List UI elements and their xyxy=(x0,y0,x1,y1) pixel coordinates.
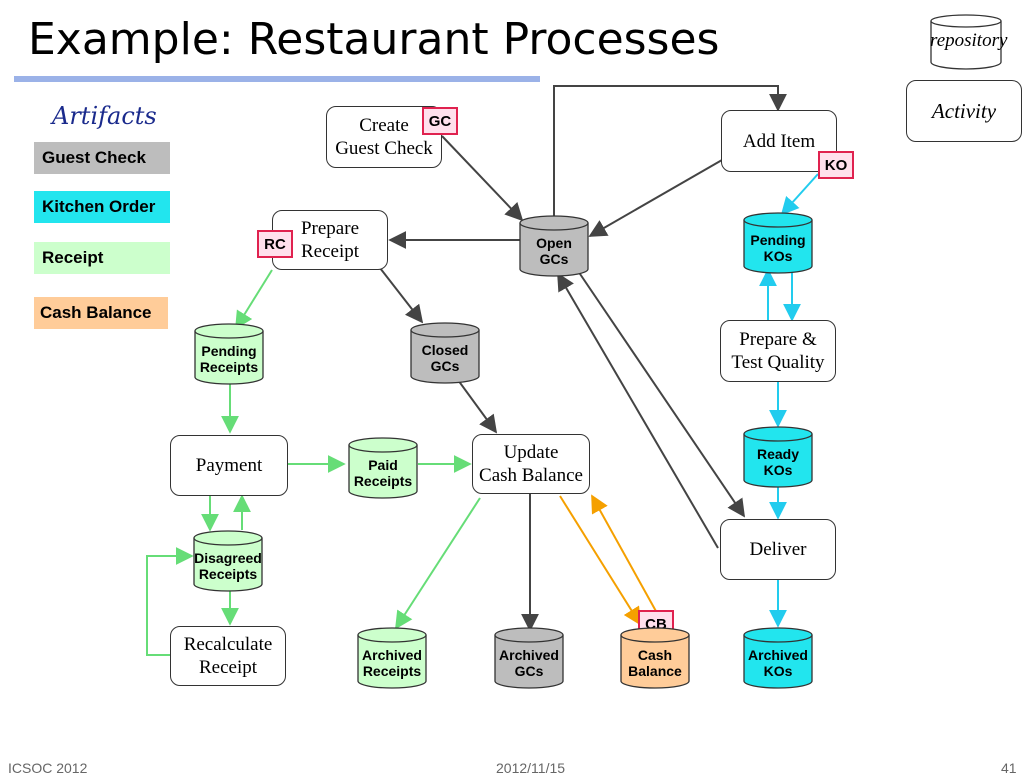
activity-recalculate-receipt: Recalculate Receipt xyxy=(170,626,286,686)
legend-cash-balance: Cash Balance xyxy=(34,297,168,329)
arrow-recalculate-to-disagreed xyxy=(146,547,194,656)
tag-gc: GC xyxy=(422,107,458,135)
activity-prepare-test-quality-label: Prepare & Test Quality xyxy=(731,329,825,373)
activity-add-item: Add Item xyxy=(721,110,837,172)
legend-repository-cylinder xyxy=(930,14,1002,70)
legend-repository: repository xyxy=(930,14,1008,70)
activity-payment-label: Payment xyxy=(195,455,263,476)
repo-closed-gcs: Closed GCs xyxy=(410,322,480,384)
repo-disagreed-receipts: Disagreed Receipts xyxy=(193,530,263,592)
artifacts-heading: Artifacts xyxy=(52,102,157,130)
repo-archived-kos-cylinder xyxy=(743,627,813,689)
repo-ready-kos-label: Ready KOs xyxy=(756,446,800,478)
repo-paid-receipts-label: Paid Receipts xyxy=(353,457,413,489)
repo-pending-kos-cylinder xyxy=(743,212,813,274)
arrow-cash-balance-to-update xyxy=(591,494,663,623)
activity-create-guest-check: Create Guest Check xyxy=(326,106,442,168)
repo-pending-receipts: Pending Receipts xyxy=(194,323,264,385)
repo-cash-balance-label: Cash Balance xyxy=(628,647,682,679)
legend-receipt: Receipt xyxy=(34,242,170,274)
arrow-open-to-additem xyxy=(553,85,787,218)
activity-create-guest-check-label: Create Guest Check xyxy=(335,115,433,159)
repo-cash-balance-cylinder xyxy=(620,627,690,689)
repo-archived-gcs: Archived GCs xyxy=(494,627,564,689)
activity-deliver: Deliver xyxy=(720,519,836,580)
repo-open-gcs-cylinder xyxy=(519,215,589,277)
arrow-closed-to-update xyxy=(457,379,498,434)
legend-repository-label: repository xyxy=(930,30,1008,51)
repo-ready-kos-cylinder xyxy=(743,426,813,488)
arrow-deliver-to-open xyxy=(557,272,719,549)
repo-paid-receipts: Paid Receipts xyxy=(348,437,418,499)
footer-page-number: 41 xyxy=(1001,760,1017,776)
legend-activity-label: Activity xyxy=(931,98,997,123)
repo-archived-kos: Archived KOs xyxy=(743,627,813,689)
slide-title: Example: Restaurant Processes xyxy=(28,14,720,65)
repo-archived-gcs-label: Archived GCs xyxy=(499,647,559,679)
footer-center: 2012/11/15 xyxy=(496,760,566,776)
tag-rc: RC xyxy=(257,230,293,258)
activity-update-cash-balance-label: Update Cash Balance xyxy=(479,442,583,486)
activity-add-item-label: Add Item xyxy=(742,130,816,152)
tag-ko: KO xyxy=(818,151,854,179)
legend-kitchen-order: Kitchen Order xyxy=(34,191,170,223)
activity-recalculate-receipt-label: Recalculate Receipt xyxy=(183,634,273,678)
title-underline xyxy=(14,76,540,82)
repo-pending-receipts-label: Pending Receipts xyxy=(199,343,259,375)
activity-payment: Payment xyxy=(170,435,288,496)
repo-ready-kos: Ready KOs xyxy=(743,426,813,488)
arrow-update-to-archived-receipts xyxy=(395,497,481,630)
legend-activity: Activity xyxy=(906,80,1022,142)
activity-deliver-label: Deliver xyxy=(749,539,807,560)
repo-open-gcs: Open GCs xyxy=(519,215,589,277)
repo-paid-receipts-cylinder xyxy=(348,437,418,499)
repo-archived-receipts: Archived Receipts xyxy=(357,627,427,689)
repo-pending-kos-label: Pending KOs xyxy=(750,232,806,264)
activity-update-cash-balance: Update Cash Balance xyxy=(472,434,590,494)
repo-archived-receipts-cylinder xyxy=(357,627,427,689)
repo-archived-gcs-cylinder xyxy=(494,627,564,689)
arrow-create-to-open xyxy=(441,135,524,222)
repo-open-gcs-label: Open GCs xyxy=(536,235,572,267)
arrow-update-to-cash-balance xyxy=(559,495,641,626)
repo-disagreed-receipts-label: Disagreed Receipts xyxy=(194,550,262,582)
repo-closed-gcs-cylinder xyxy=(410,322,480,384)
repo-cash-balance: Cash Balance xyxy=(620,627,690,689)
activity-prepare-receipt-label: Prepare Receipt xyxy=(300,218,360,262)
repo-archived-kos-label: Archived KOs xyxy=(748,647,808,679)
repo-archived-receipts-label: Archived Receipts xyxy=(362,647,422,679)
repo-pending-receipts-cylinder xyxy=(194,323,264,385)
footer-left: ICSOC 2012 xyxy=(8,760,88,776)
activity-prepare-test-quality: Prepare & Test Quality xyxy=(720,320,836,382)
repo-closed-gcs-label: Closed GCs xyxy=(421,342,469,374)
arrow-additem-to-open xyxy=(588,159,723,237)
repo-pending-kos: Pending KOs xyxy=(743,212,813,274)
arrow-open-to-deliver xyxy=(575,267,746,518)
arrow-ko-to-pending-kos xyxy=(780,173,819,216)
repo-disagreed-receipts-cylinder xyxy=(193,530,263,592)
arrow-prepare-to-closed xyxy=(379,267,424,324)
legend-guest-check: Guest Check xyxy=(34,142,170,174)
arrow-prepare-to-pending-receipts xyxy=(235,269,273,330)
